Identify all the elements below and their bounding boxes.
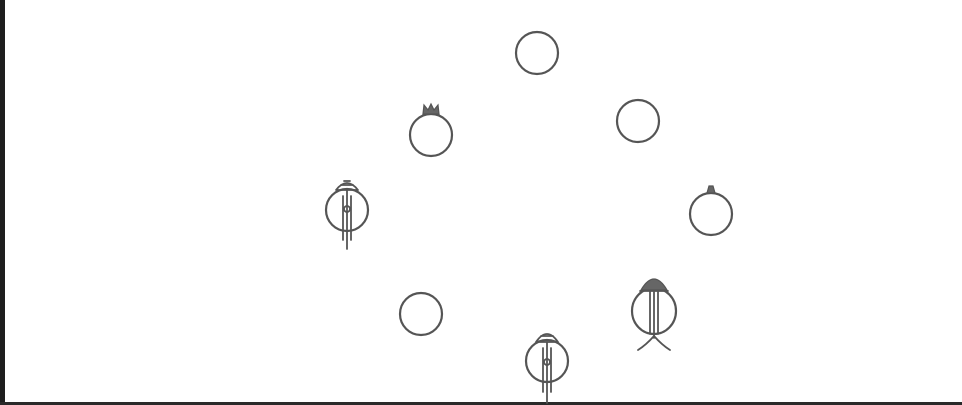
marker-lower-left-plain-circle bbox=[400, 293, 442, 335]
ring-upper-right bbox=[617, 100, 659, 142]
ring-right bbox=[690, 193, 732, 235]
marker-upper-right-plain-circle bbox=[617, 100, 659, 142]
marker-right-tab-circle bbox=[690, 186, 732, 235]
ring-upper-left bbox=[410, 114, 452, 156]
marker-bottom-crown-pole-circle bbox=[526, 334, 568, 403]
marker-left-crown-pole-circle bbox=[326, 181, 368, 249]
crown-icon bbox=[641, 279, 667, 290]
ring-top bbox=[516, 32, 558, 74]
marker-upper-left-double-tab-circle bbox=[410, 104, 452, 156]
marker-top-plain-circle bbox=[516, 32, 558, 74]
marker-lower-right-crown-fishtail-circle bbox=[632, 279, 676, 350]
double-tab-icon bbox=[423, 104, 439, 114]
small-tab-icon bbox=[707, 186, 715, 193]
ring-lower-left bbox=[400, 293, 442, 335]
